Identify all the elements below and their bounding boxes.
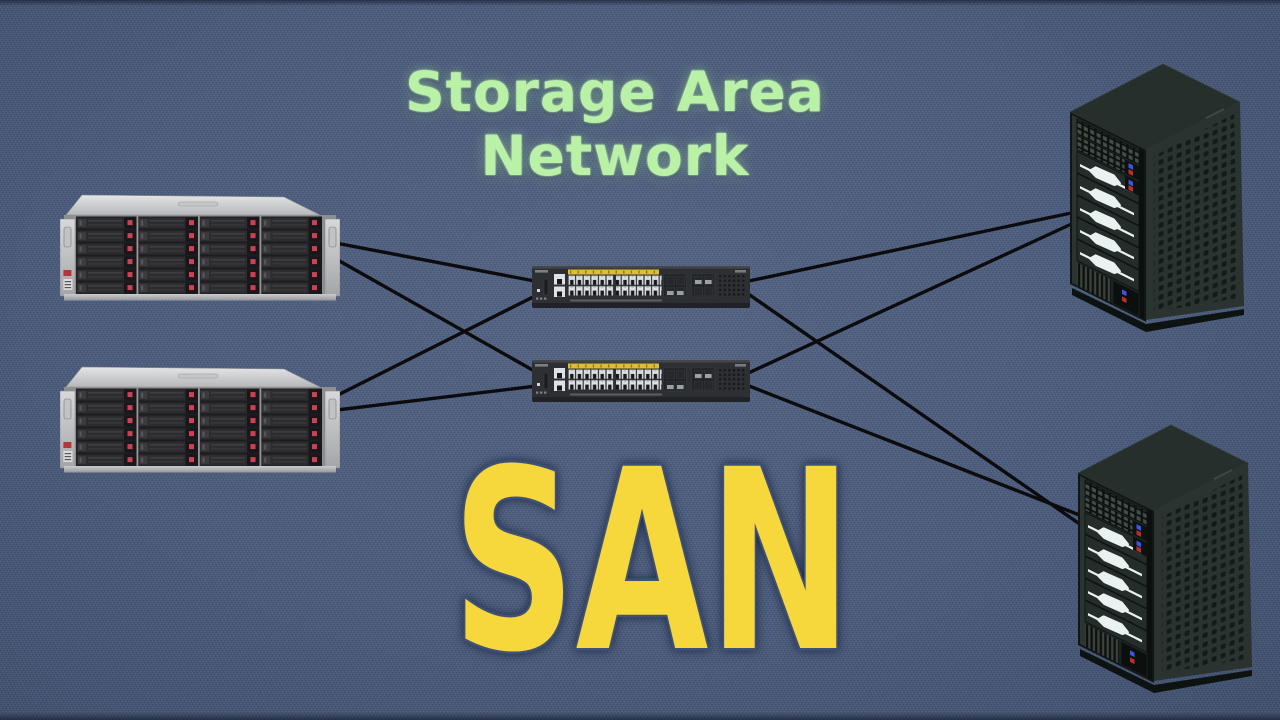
storage-array-2 — [60, 366, 340, 474]
server-2 — [1066, 423, 1261, 695]
connection-san-switch-1-to-server-1 — [742, 210, 1078, 284]
title-line-1: Storage Area — [405, 60, 825, 124]
connection-san-switch-2-to-server-2 — [742, 382, 1084, 518]
san-switch-1 — [532, 266, 750, 308]
connection-storage-array-2-to-san-switch-2 — [318, 383, 547, 414]
san-switch-2 — [532, 360, 750, 402]
connection-storage-array-2-to-san-switch-1 — [318, 289, 547, 406]
server-1 — [1058, 62, 1253, 334]
diagram-title: Storage Area Network — [370, 60, 860, 188]
acronym-san: SAN — [437, 414, 867, 710]
connection-san-switch-1-to-server-2 — [742, 289, 1086, 529]
connection-storage-array-1-to-san-switch-2 — [318, 248, 547, 379]
connection-san-switch-2-to-server-1 — [742, 219, 1080, 377]
acronym-text: SAN — [452, 448, 852, 673]
title-line-2: Network — [480, 124, 750, 188]
connection-storage-array-1-to-san-switch-1 — [318, 238, 547, 285]
storage-array-1 — [60, 194, 340, 302]
